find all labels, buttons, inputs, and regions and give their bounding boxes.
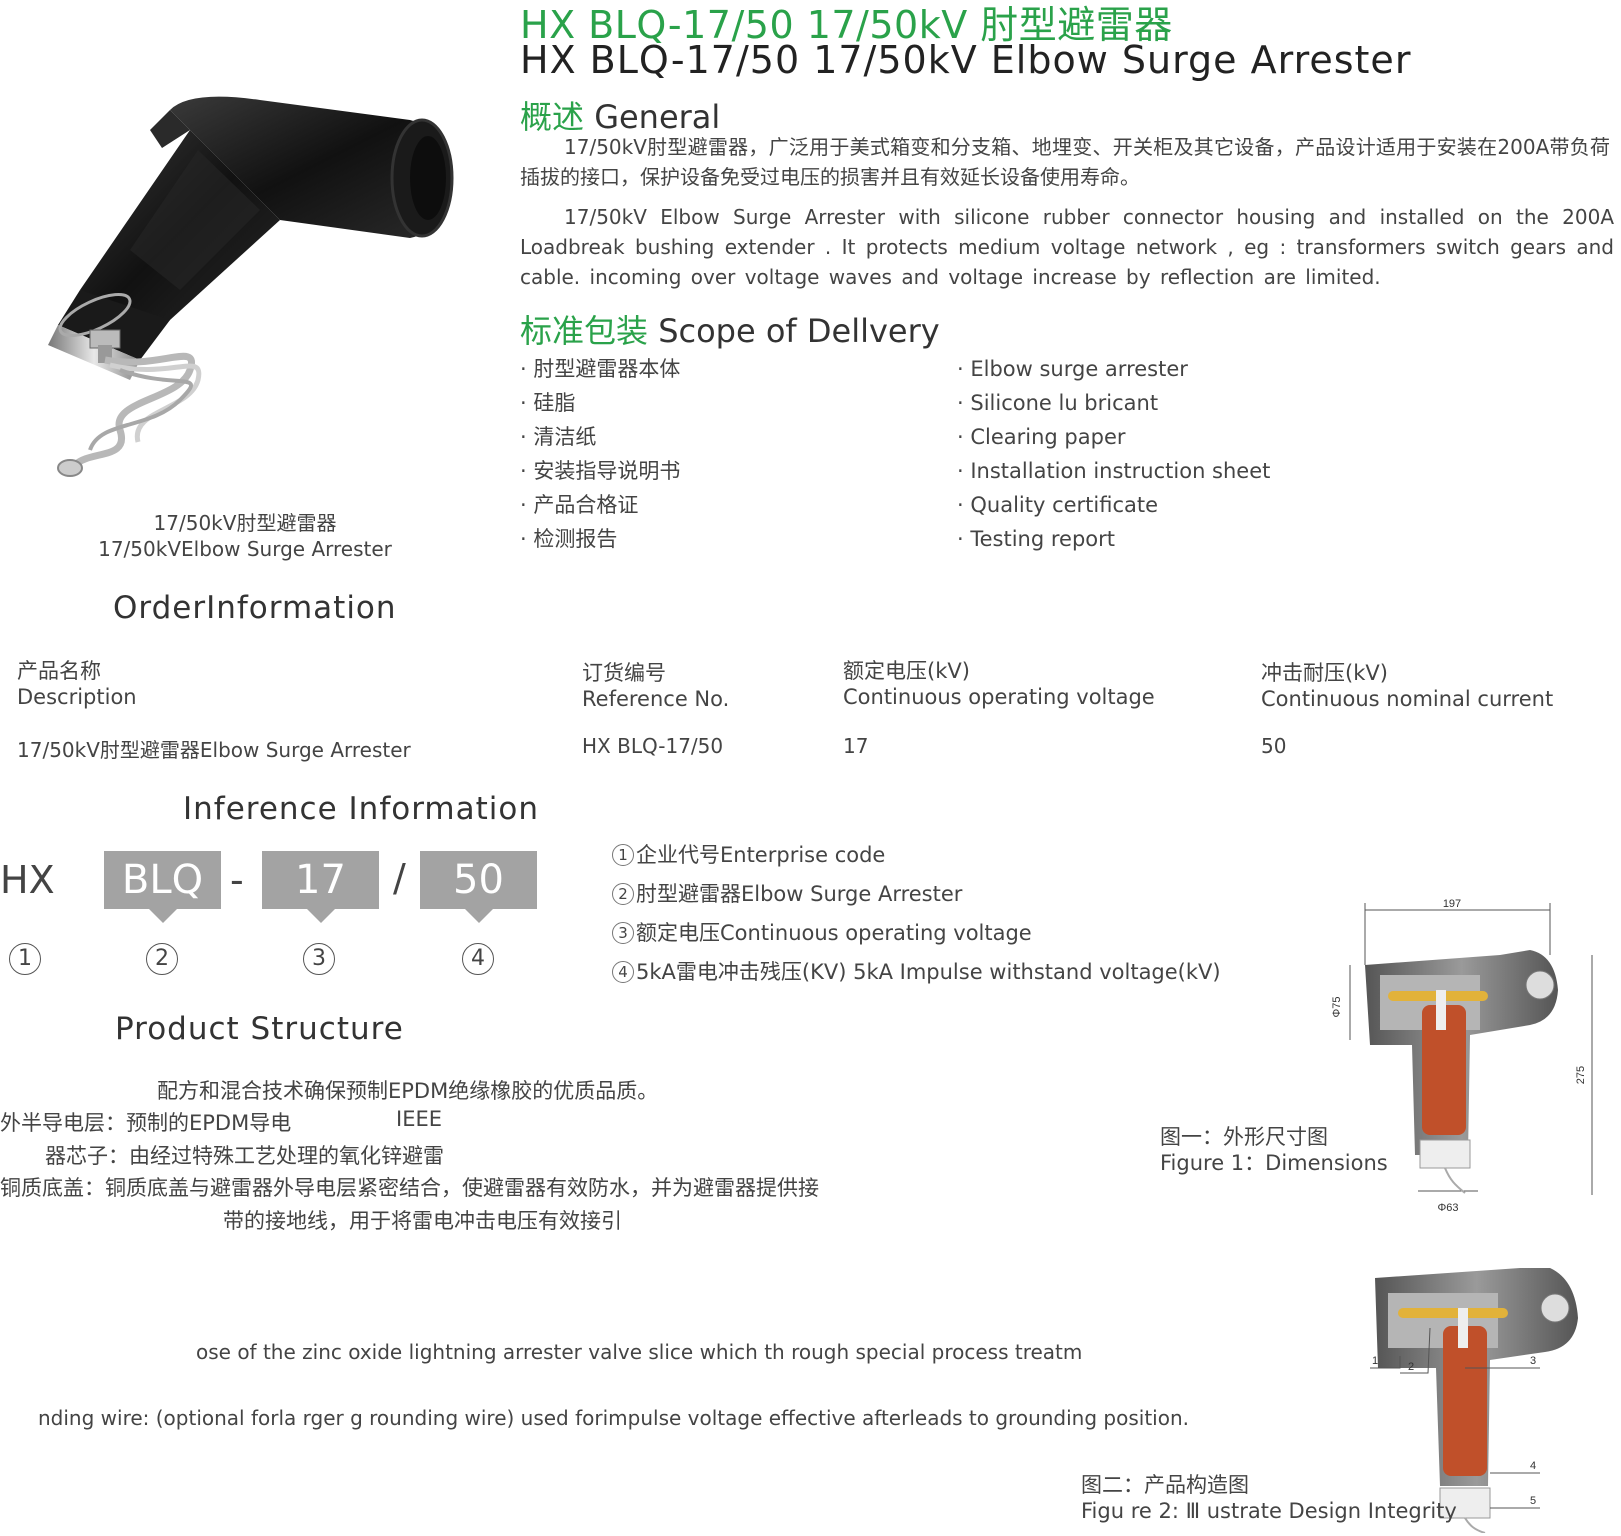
callout-2: 2 xyxy=(1408,1361,1414,1373)
order-header-reference: 订货编号 Reference No. xyxy=(582,661,730,711)
order-heading: OrderInformation xyxy=(113,590,397,626)
list-item: Installation instruction sheet xyxy=(957,454,1270,488)
structure-heading: Product Structure xyxy=(115,1011,404,1047)
list-item: 硅脂 xyxy=(520,386,680,420)
code-box-impulse: 50 xyxy=(420,851,537,923)
list-item: 安装指导说明书 xyxy=(520,454,680,488)
order-cell-reference: HX BLQ-17/50 xyxy=(582,734,724,758)
callout-3: 3 xyxy=(1530,1355,1536,1367)
dim-phi63: Φ63 xyxy=(1437,1202,1458,1214)
order-header-description: 产品名称 Description xyxy=(17,659,137,709)
list-item: 产品合格证 xyxy=(520,488,680,522)
code-box-type: BLQ xyxy=(104,851,221,923)
code-slash: / xyxy=(393,856,406,900)
list-item: Elbow surge arrester xyxy=(957,352,1270,386)
structure-line-3: 器芯子：由经过特殊工艺处理的氧化锌避雷 xyxy=(45,1144,444,1168)
code-box-voltage: 17 xyxy=(262,851,379,923)
structure-line-7: nding wire: (optional forla rger g round… xyxy=(38,1406,1189,1430)
figure-1-caption: 图一：外形尺寸图 Figure 1：Dimensions xyxy=(1160,1125,1388,1175)
delivery-list-en: Elbow surge arrester Silicone lu bricant… xyxy=(957,352,1270,556)
callout-4: 4 xyxy=(1530,1460,1536,1472)
code-dash: - xyxy=(230,858,244,902)
general-paragraph-cn: 17/50kV肘型避雷器，广泛用于美式箱变和分支箱、地埋变、开关柜及其它设备，产… xyxy=(520,135,1610,189)
list-item: Silicone lu bricant xyxy=(957,386,1270,420)
list-item: Clearing paper xyxy=(957,420,1270,454)
dim-197: 197 xyxy=(1443,898,1461,910)
order-cell-impulse: 50 xyxy=(1261,734,1287,758)
list-item: 检测报告 xyxy=(520,522,680,556)
product-photo xyxy=(48,96,454,477)
order-cell-description: 17/50kV肘型避雷器Elbow Surge Arrester xyxy=(17,738,411,762)
list-item: Quality certificate xyxy=(957,488,1270,522)
figure-1-dimensions: 197 Φ75 275 Φ63 xyxy=(1331,898,1593,1214)
marker-2: 2 xyxy=(146,943,178,975)
list-item: 肘型避雷器本体 xyxy=(520,352,680,386)
dim-phi75: Φ75 xyxy=(1331,996,1343,1017)
callout-1: 1 xyxy=(1372,1355,1378,1367)
figure-2-structure: 1 2 3 4 5 xyxy=(1370,1268,1578,1533)
list-item: 清洁纸 xyxy=(520,420,680,454)
general-heading-en: General xyxy=(594,98,721,136)
product-caption-en: 17/50kVElbow Surge Arrester xyxy=(98,537,392,561)
delivery-list-cn: 肘型避雷器本体 硅脂 清洁纸 安装指导说明书 产品合格证 检测报告 xyxy=(520,352,680,556)
general-paragraph-en: 17/50kV Elbow Surge Arrester with silico… xyxy=(520,205,1614,289)
marker-4: 4 xyxy=(462,943,494,975)
delivery-heading: 标准包装 Scope of Dellvery xyxy=(520,306,940,352)
structure-line-2: 外半导电层：预制的EPDM导电 xyxy=(0,1111,292,1135)
figure-2-caption: 图二：产品构造图 Figu re 2: Ⅲ ustrate Design Int… xyxy=(1081,1473,1457,1523)
order-cell-voltage: 17 xyxy=(843,734,869,758)
order-header-impulse: 冲击耐压(kV) Continuous nominal current xyxy=(1261,661,1554,711)
structure-line-1: 配方和混合技术确保预制EPDM绝缘橡胶的优质品质。 xyxy=(157,1079,659,1103)
structure-line-5: 带的接地线，用于将雷电冲击电压有效接引 xyxy=(223,1209,622,1233)
general-heading: 概述 General xyxy=(520,92,720,138)
page-title-en: HX BLQ-17/50 17/50kV Elbow Surge Arreste… xyxy=(520,38,1412,82)
list-item: Testing report xyxy=(957,522,1270,556)
delivery-heading-cn: 标准包装 xyxy=(520,312,649,350)
structure-line-ieee: IEEE xyxy=(396,1107,442,1131)
order-header-voltage: 额定电压(kV) Continuous operating voltage xyxy=(843,659,1155,709)
dim-275: 275 xyxy=(1575,1066,1587,1084)
callout-5: 5 xyxy=(1530,1495,1536,1507)
general-heading-cn: 概述 xyxy=(520,98,585,136)
inference-heading: Inference Information xyxy=(183,791,539,827)
delivery-heading-en: Scope of Dellvery xyxy=(658,312,940,350)
code-prefix: HX xyxy=(0,858,55,902)
structure-line-4: 铜质底盖：铜质底盖与避雷器外导电层紧密结合，使避雷器有效防水，并为避雷器提供接 xyxy=(0,1176,819,1200)
marker-3: 3 xyxy=(303,943,335,975)
page-title-cn: HX BLQ-17/50 17/50kV 肘型避雷器 xyxy=(520,3,1173,47)
marker-1: 1 xyxy=(9,943,41,975)
structure-line-6: ose of the zinc oxide lightning arrester… xyxy=(196,1340,1083,1364)
product-caption-cn: 17/50kV肘型避雷器 xyxy=(153,511,337,535)
product-caption: 17/50kV肘型避雷器 17/50kVElbow Surge Arrester xyxy=(70,510,420,562)
